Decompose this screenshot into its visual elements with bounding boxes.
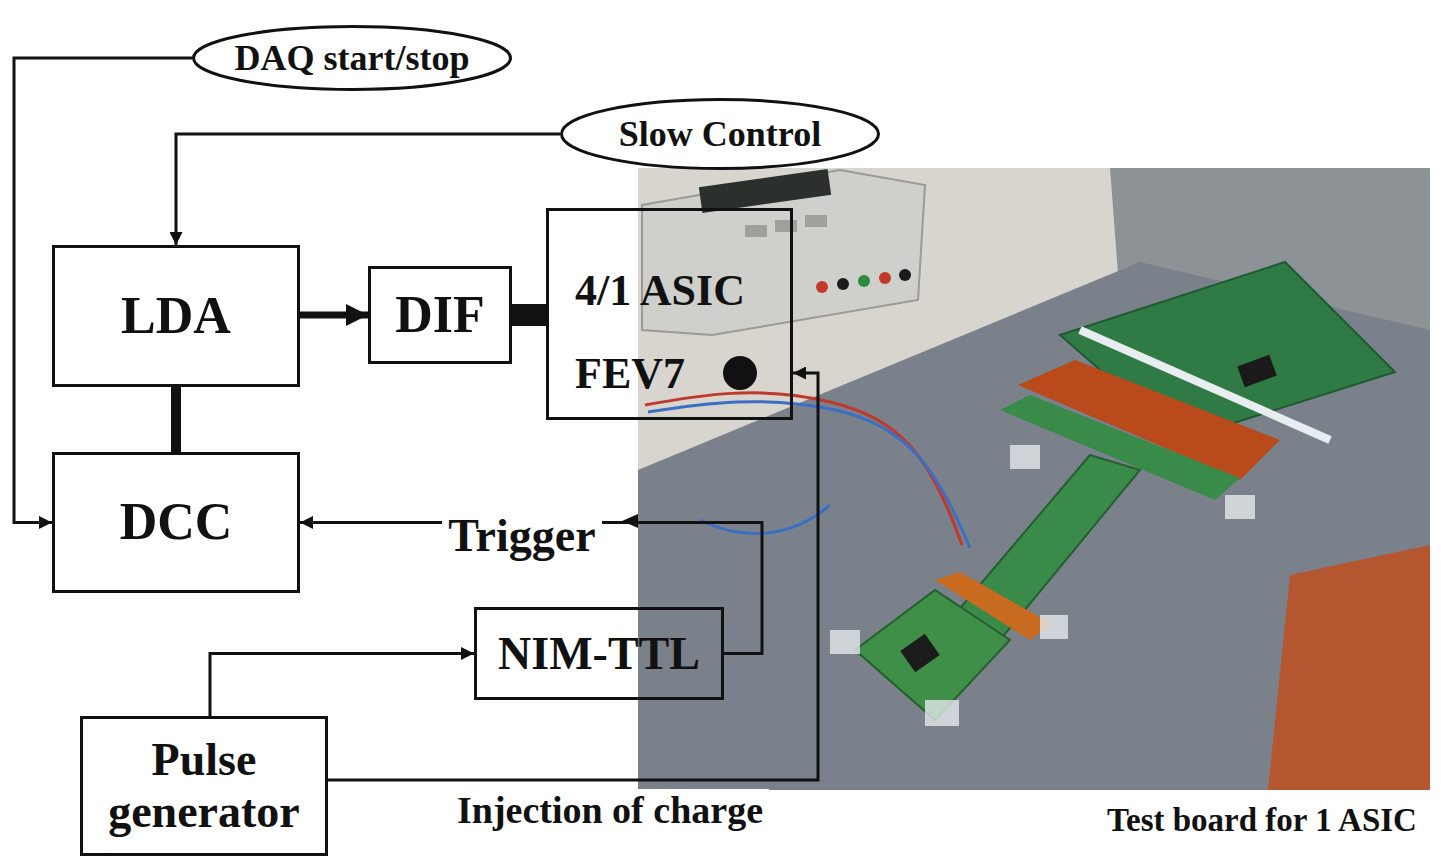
plexi-foot [1225, 495, 1255, 519]
power-supply-terminal [837, 278, 849, 290]
process-box: DCC [52, 452, 300, 593]
power-supply-terminal [899, 269, 911, 281]
node-text: Pulse generator [97, 734, 311, 837]
node-text: FEV7 [575, 349, 685, 398]
plexi-foot [1010, 445, 1040, 469]
process-box: DIF [368, 266, 512, 364]
photo-background [638, 168, 1430, 790]
plexi-foot [1040, 615, 1068, 639]
power-supply-button [775, 220, 797, 232]
ellipse-node: Slow Control [560, 98, 880, 170]
plexi-foot [830, 630, 860, 654]
test-bench-photo [638, 168, 1430, 790]
connector [300, 312, 368, 319]
edge-label: Injection of charge [451, 789, 769, 832]
process-box: Pulse generator [80, 716, 328, 856]
blue-wire [700, 505, 830, 534]
node-text: Slow Control [619, 114, 821, 154]
node-text: DCC [120, 493, 233, 551]
process-box: 4/1 ASIC FEV7 [546, 208, 793, 420]
node-text: DAQ start/stop [235, 38, 470, 78]
ellipse-node: DAQ start/stop [192, 25, 512, 91]
fpga-chip [900, 634, 939, 673]
connector [512, 304, 546, 326]
node-text: LDA [121, 287, 231, 345]
connector [176, 134, 560, 245]
injection-point [723, 356, 757, 390]
table-surface [638, 262, 1430, 790]
power-supply-terminal [816, 281, 828, 293]
power-supply-terminal [858, 275, 870, 287]
node-text: DIF [395, 286, 485, 344]
power-supply-button [745, 225, 767, 237]
node-text: 4/1 ASIC [575, 266, 745, 315]
ellipse-shape [562, 100, 879, 169]
drawer-cabinet [1268, 545, 1430, 790]
caption-label: Test board for 1 ASIC [1101, 802, 1423, 839]
edge-label: Trigger [442, 510, 601, 562]
ellipse-shape [194, 27, 511, 90]
blue-wire [648, 402, 970, 548]
node-text: NIM-TTL [498, 628, 700, 680]
plexi-foot [925, 700, 959, 726]
connector [328, 373, 818, 780]
process-box: NIM-TTL [474, 607, 724, 700]
connector [210, 654, 474, 717]
process-box: LDA [52, 245, 300, 387]
power-supply-display [699, 169, 831, 213]
power-supply-button [805, 215, 827, 227]
power-supply-terminal [879, 272, 891, 284]
long-board [950, 455, 1140, 640]
board-chip [1237, 355, 1276, 387]
connector [171, 387, 181, 452]
